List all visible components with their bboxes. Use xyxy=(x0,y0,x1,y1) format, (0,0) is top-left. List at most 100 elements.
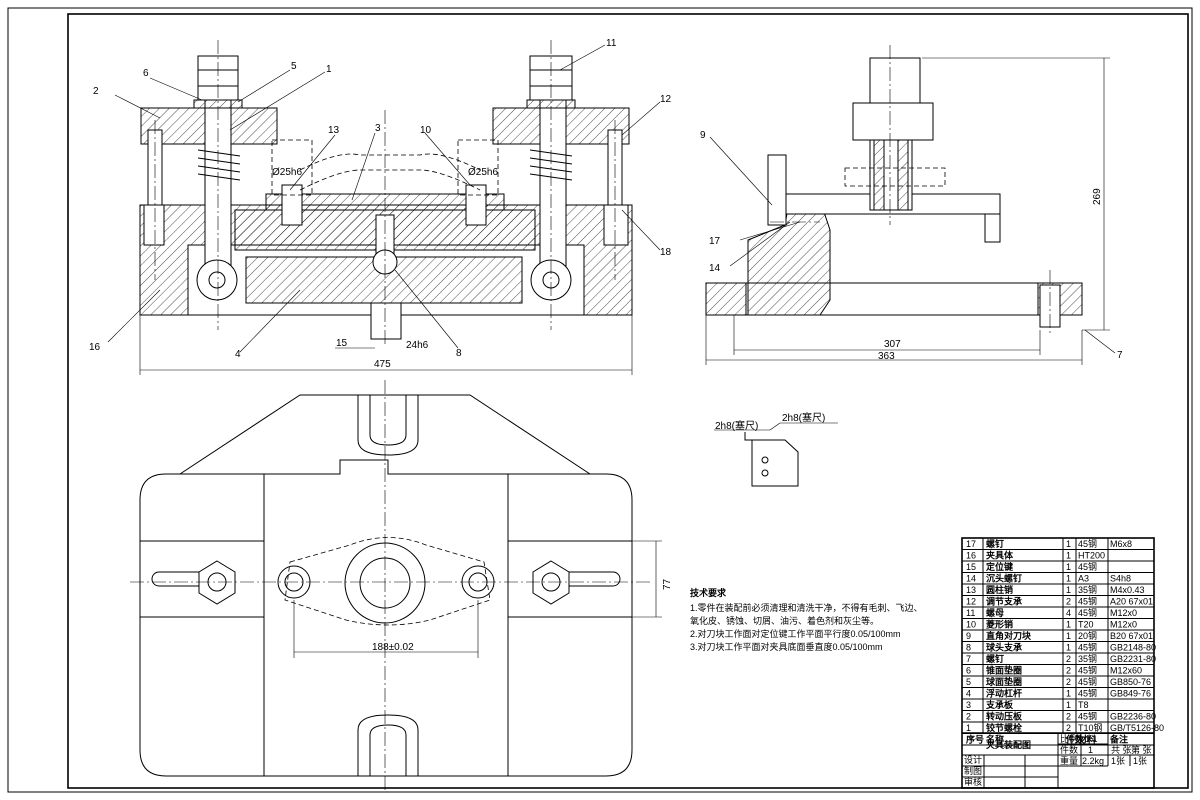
part-label-10: 10 xyxy=(420,125,432,136)
parts-cell-note: S4h8 xyxy=(1110,574,1131,584)
part-label-3: 3 xyxy=(375,123,381,134)
parts-cell-note: GB849-76 xyxy=(1110,689,1151,699)
tech-req-line: 2.对刀块工作面对定位键工作平面平行度0.05/100mm xyxy=(690,628,901,639)
title-drawing-name: 夹具装配图 xyxy=(986,739,1031,750)
parts-cell-name: 螺母 xyxy=(986,607,1004,618)
front-view-leaders xyxy=(107,44,661,353)
parts-header-material: 材料 xyxy=(1077,734,1096,745)
part-label-16: 16 xyxy=(89,342,101,353)
part-label-7: 7 xyxy=(1117,350,1123,361)
parts-cell-qty: 2 xyxy=(1066,723,1071,733)
parts-cell-note: M12x0 xyxy=(1110,620,1137,630)
parts-cell-qty: 2 xyxy=(1066,654,1071,664)
parts-cell-name: 锥面垫圈 xyxy=(986,665,1022,676)
parts-cell-note: GB850-76 xyxy=(1110,677,1151,687)
tech-req-title: 技术要求 xyxy=(690,587,727,598)
part-label-5: 5 xyxy=(291,61,297,72)
parts-cell-material: 45钢 xyxy=(1078,596,1097,607)
parts-cell-note: M6x8 xyxy=(1110,539,1132,549)
part-label-2: 2 xyxy=(93,86,99,97)
parts-cell-no: 6 xyxy=(966,666,971,676)
parts-cell-material: 35钢 xyxy=(1078,653,1097,664)
parts-cell-no: 1 xyxy=(966,723,971,733)
part-label-8: 8 xyxy=(456,348,462,359)
part-label-6: 6 xyxy=(143,68,149,79)
dim-hole-spacing: 188±0.02 xyxy=(372,642,414,653)
inner-border xyxy=(67,13,1189,789)
tech-req-line: 1.零件在装配前必须清理和清洗干净，不得有毛刺、飞边、 xyxy=(690,602,923,613)
title-scale-value: 1:1 xyxy=(1085,734,1098,744)
parts-cell-name: 球面垫圈 xyxy=(986,676,1022,687)
parts-cell-note: M12x0 xyxy=(1110,608,1137,618)
parts-cell-name: 转动压板 xyxy=(986,711,1023,722)
parts-cell-note: GB2148-80 xyxy=(1110,643,1156,653)
dim-slot-width: 77 xyxy=(662,578,673,590)
parts-cell-qty: 1 xyxy=(1066,700,1071,710)
dim-pin-fit: 24h6 xyxy=(406,340,429,351)
title-design: 设计 xyxy=(964,754,982,765)
parts-cell-qty: 2 xyxy=(1066,597,1071,607)
parts-cell-no: 17 xyxy=(966,539,976,549)
parts-cell-material: 35钢 xyxy=(1078,584,1097,595)
top-view xyxy=(130,380,662,790)
parts-cell-qty: 1 xyxy=(1066,574,1071,584)
parts-cell-no: 10 xyxy=(966,620,976,630)
part-label-18: 18 xyxy=(660,247,672,258)
parts-cell-name: 调节支承 xyxy=(986,596,1022,607)
parts-cell-note: M4x0.43 xyxy=(1110,585,1145,595)
parts-cell-material: 45钢 xyxy=(1078,607,1097,618)
dim-rod-fit-right: Ø25h6 xyxy=(468,167,498,178)
parts-cell-qty: 1 xyxy=(1066,643,1071,653)
parts-cell-name: 球头支承 xyxy=(986,642,1022,653)
dim-total-length: 363 xyxy=(878,351,895,362)
parts-cell-material: T20 xyxy=(1078,620,1094,630)
parts-cell-qty: 2 xyxy=(1066,677,1071,687)
title-weight-label: 重量 xyxy=(1060,755,1078,766)
parts-cell-name: 直角对刀块 xyxy=(986,630,1032,641)
parts-cell-qty: 2 xyxy=(1066,666,1071,676)
parts-header-name: 名称 xyxy=(986,734,1004,745)
tech-req-line: 氧化皮、锈蚀、切屑、油污、着色剂和灰尘等。 xyxy=(690,615,879,626)
parts-cell-qty: 1 xyxy=(1066,551,1071,561)
parts-cell-material: 45钢 xyxy=(1078,642,1097,653)
parts-cell-material: 45钢 xyxy=(1078,538,1097,549)
parts-cell-note: GB/T5126-80 xyxy=(1110,723,1164,733)
parts-cell-material: 20钢 xyxy=(1078,630,1097,641)
front-view xyxy=(139,40,633,375)
parts-cell-no: 15 xyxy=(966,562,976,572)
parts-header-qty: 件数 xyxy=(1066,734,1085,745)
parts-cell-name: 夹具体 xyxy=(986,550,1014,561)
parts-cell-qty: 1 xyxy=(1066,620,1071,630)
part-label-17: 17 xyxy=(709,236,721,247)
dim-height: 269 xyxy=(1092,188,1103,205)
part-label-9: 9 xyxy=(700,130,706,141)
parts-cell-qty: 2 xyxy=(1066,712,1071,722)
parts-cell-name: 浮动杠杆 xyxy=(986,688,1022,699)
title-sheet-no: 第 张 xyxy=(1131,744,1152,755)
title-sheet-index: 1张 xyxy=(1133,756,1147,766)
feeler-detail xyxy=(714,422,838,487)
title-sheet-count: 1张 xyxy=(1111,756,1125,766)
title-review: 审核 xyxy=(964,776,982,787)
parts-cell-no: 11 xyxy=(966,608,975,618)
parts-header-note: 备注 xyxy=(1109,734,1128,745)
title-sheet-total: 共 张 xyxy=(1111,745,1132,755)
parts-cell-name: 铰节螺栓 xyxy=(986,722,1022,733)
parts-cell-material: 45钢 xyxy=(1078,665,1097,676)
part-label-12: 12 xyxy=(660,94,672,105)
parts-cell-note: GB2236-80 xyxy=(1110,712,1156,722)
feeler-gauge-1: 2h8(塞尺) xyxy=(715,419,758,432)
part-label-15: 15 xyxy=(336,338,348,349)
parts-cell-qty: 1 xyxy=(1066,562,1071,572)
part-label-4: 4 xyxy=(235,349,241,360)
parts-cell-no: 8 xyxy=(966,643,971,653)
parts-cell-material: 45钢 xyxy=(1078,561,1097,572)
parts-cell-name: 圆柱销 xyxy=(986,584,1013,595)
parts-cell-no: 9 xyxy=(966,631,971,641)
parts-cell-note: A20 67x01 xyxy=(1110,597,1153,607)
title-scale-label: 比例 xyxy=(1060,733,1078,744)
parts-cell-no: 2 xyxy=(966,712,971,722)
dim-overall-width: 475 xyxy=(374,359,391,370)
